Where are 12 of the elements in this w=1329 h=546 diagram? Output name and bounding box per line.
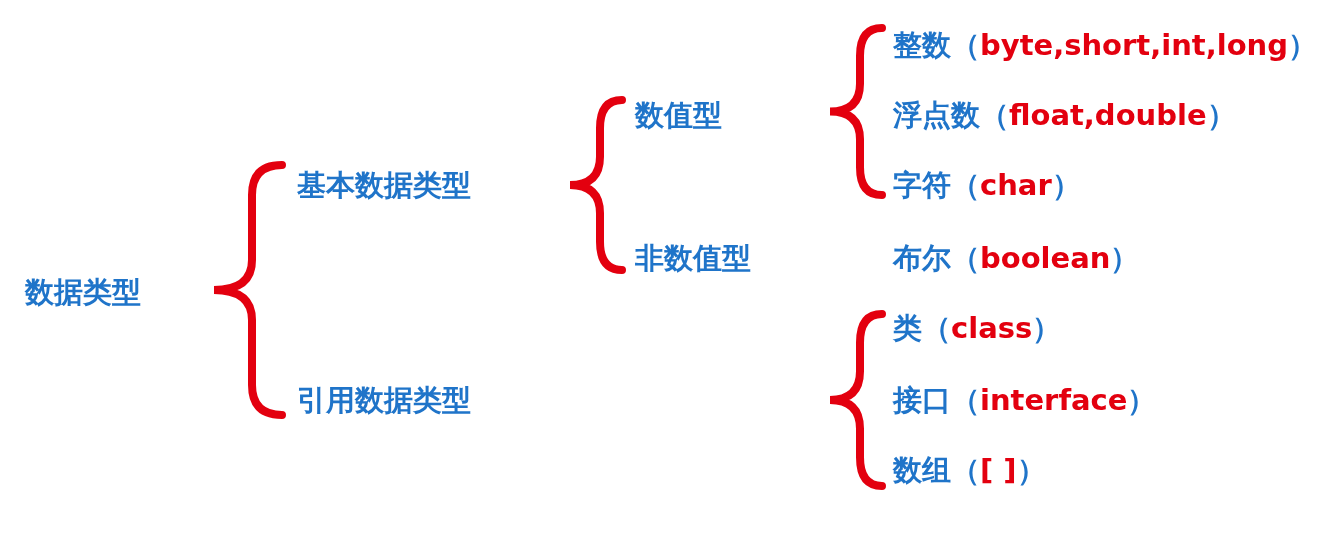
node-label: 数据类型 — [25, 274, 141, 310]
node-label: 整数（byte,short,int,long） — [893, 27, 1317, 63]
node-label: 接口（interface） — [893, 382, 1157, 418]
node-label: 数组（[ ]） — [893, 452, 1046, 488]
node-label: 浮点数（float,double） — [893, 97, 1236, 133]
node-label: 字符（char） — [893, 167, 1081, 203]
node-label: 类（class） — [893, 310, 1062, 346]
node-label: 布尔（boolean） — [893, 240, 1140, 276]
node-label: 引用数据类型 — [297, 382, 471, 418]
node-label: 数值型 — [635, 97, 722, 133]
node-label: 基本数据类型 — [297, 167, 471, 203]
node-label: 非数值型 — [635, 240, 751, 276]
